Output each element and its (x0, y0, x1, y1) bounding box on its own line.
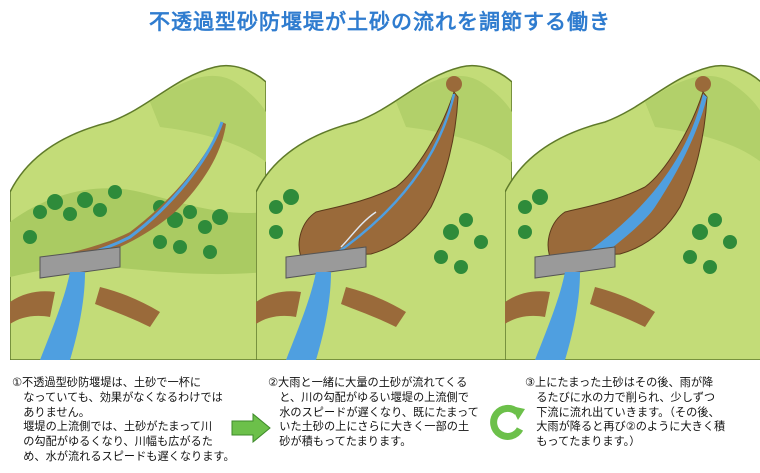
page-title: 不透過型砂防堰堤が土砂の流れを調節する働き (149, 10, 611, 34)
right-arrow-icon (231, 413, 271, 443)
cycle-arrow-icon (490, 404, 525, 440)
caption-step-2: ②大雨と一緒に大量の土砂が流れてくる と、川の勾配がゆるい堰堤の上流側で 水のス… (268, 376, 479, 449)
caption-step-3: ③上にたまった土砂はその後、雨が降 るたびに水の力で削られ、少しずつ 下流に流れ… (525, 376, 726, 449)
caption-step-1: ①不透過型砂防堰堤は、土砂で一杯に なっていても、効果がなくなるわけでは ありま… (12, 376, 235, 463)
illustration-panel-3 (505, 65, 760, 360)
illustration-panel-1 (10, 65, 266, 360)
illustration-panel-2 (256, 65, 512, 360)
